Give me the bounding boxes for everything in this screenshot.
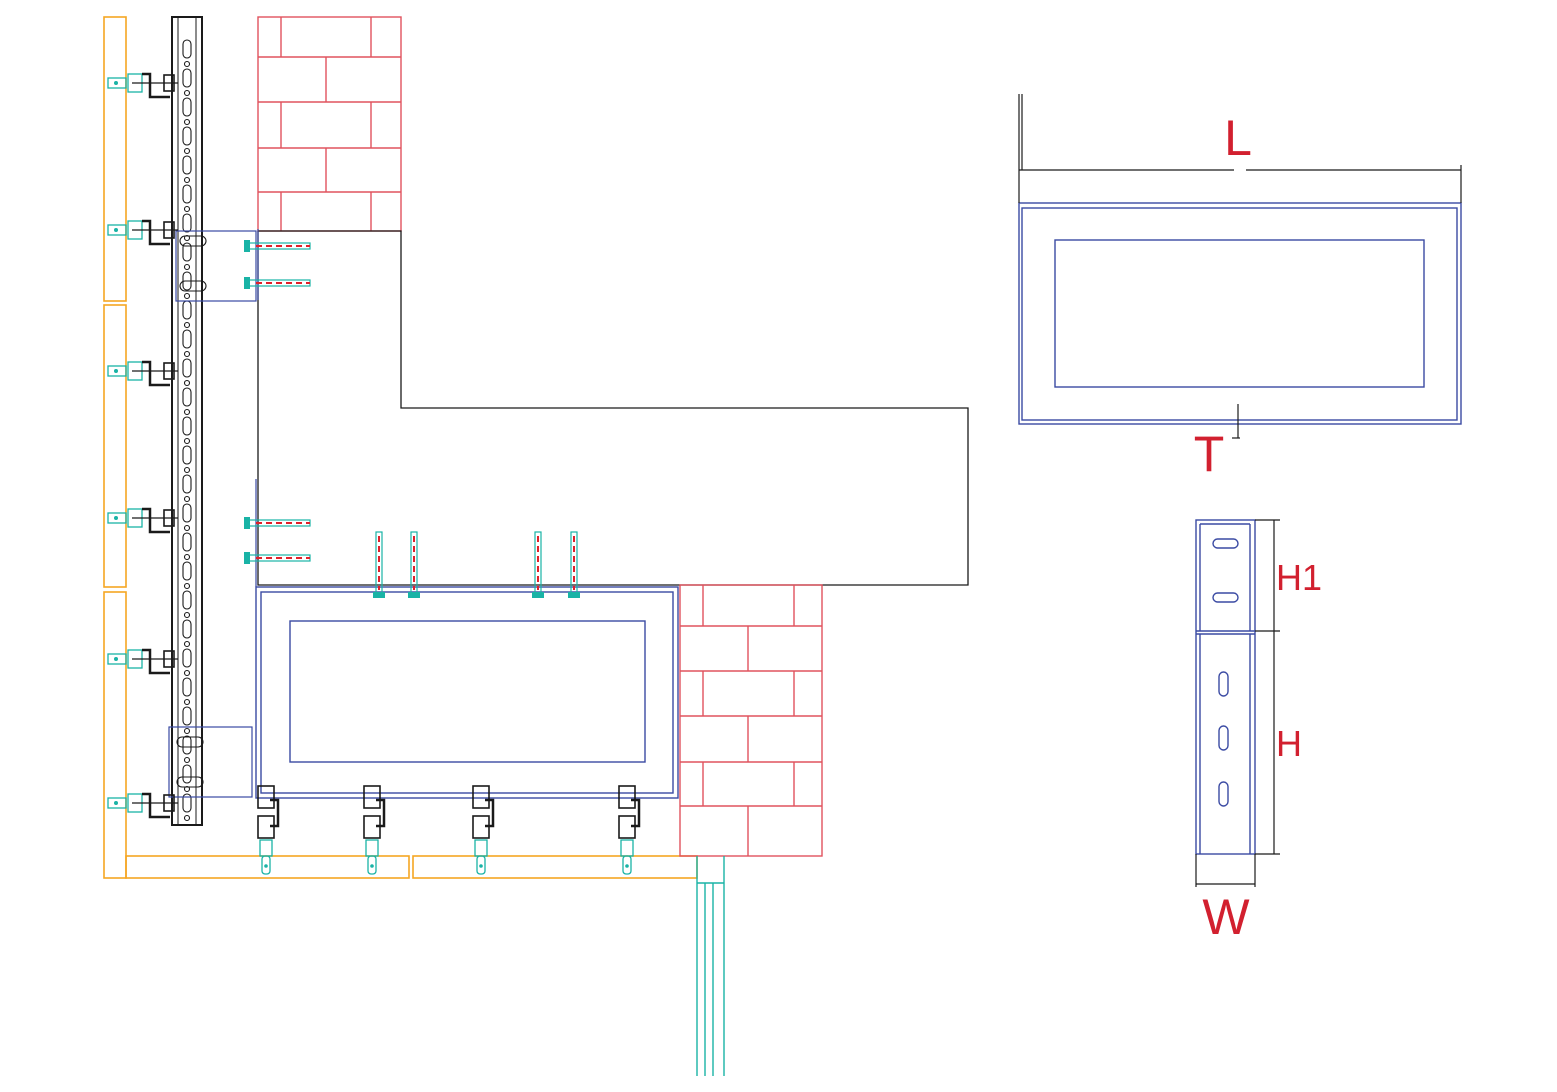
- channel-hole: [183, 292, 191, 300]
- connection-plates: [168, 229, 259, 798]
- channel-slot: [182, 503, 192, 523]
- anchor-bolt: [532, 531, 544, 598]
- plate-slot: [176, 736, 204, 748]
- channel-hole: [183, 553, 191, 561]
- anchor-bolt: [408, 531, 420, 598]
- height-label: H: [1276, 723, 1302, 764]
- channel-hole: [183, 640, 191, 648]
- channel-slot: [182, 793, 192, 813]
- cladding-clip: [363, 785, 386, 875]
- channel-hole: [183, 205, 191, 213]
- plate-slot: [179, 235, 207, 247]
- tube-section-detail: L T: [1018, 94, 1462, 482]
- cladding-clip: [107, 507, 178, 534]
- channel-hole: [183, 669, 191, 677]
- plate-slot: [176, 776, 204, 788]
- channel-hole: [183, 147, 191, 155]
- channel-dimensions: [1195, 519, 1280, 887]
- channel-hole: [183, 437, 191, 445]
- anchor-bolt: [373, 531, 385, 598]
- thickness-dimension: [1232, 404, 1240, 439]
- cladding-panels-vertical: [103, 16, 127, 879]
- channel-slot: [182, 126, 192, 146]
- anchor-bolts: [244, 240, 580, 598]
- anchor-bolt: [244, 517, 311, 529]
- cladding-clip: [107, 72, 178, 99]
- anchor-bolt: [244, 552, 311, 564]
- brick-wall-lower: [679, 584, 823, 857]
- anchor-bolt: [244, 277, 311, 289]
- channel-slot: [182, 735, 192, 755]
- channel-hole: [183, 408, 191, 416]
- plate-slot: [179, 280, 207, 292]
- channel-slot: [182, 445, 192, 465]
- channel-slot: [182, 39, 192, 59]
- channel-slot: [182, 184, 192, 204]
- channel-hole: [183, 524, 191, 532]
- cladding-clip: [107, 792, 178, 819]
- channel-slot: [182, 619, 192, 639]
- channel-hole: [183, 611, 191, 619]
- channel-slot: [182, 648, 192, 668]
- length-label: L: [1224, 110, 1252, 166]
- steel-tube-beam: [255, 586, 679, 799]
- channel-slot: [182, 155, 192, 175]
- channel-hole: [183, 379, 191, 387]
- section-view: [103, 16, 969, 1076]
- channel-slot: [182, 213, 192, 233]
- length-dimension: [1018, 94, 1462, 203]
- cladding-clip: [107, 648, 178, 675]
- cladding-clip: [107, 219, 178, 246]
- width-label: W: [1202, 889, 1250, 945]
- channel-hole: [183, 89, 191, 97]
- channel-slot: [182, 416, 192, 436]
- cladding-clip: [257, 785, 280, 875]
- channel-hole: [183, 495, 191, 503]
- channel-slot: [182, 706, 192, 726]
- channel-slot: [182, 677, 192, 697]
- channel-slot: [182, 532, 192, 552]
- channel-hole: [183, 321, 191, 329]
- concrete-slab-outline: [257, 230, 969, 586]
- channel-hole: [183, 176, 191, 184]
- thickness-label: T: [1194, 426, 1225, 482]
- channel-hole: [183, 814, 191, 822]
- channel-hole: [183, 582, 191, 590]
- channel-hole: [183, 60, 191, 68]
- channel-slot: [182, 97, 192, 117]
- brick-wall-upper: [257, 16, 402, 232]
- channel-hole: [183, 466, 191, 474]
- channel-slot: [182, 764, 192, 784]
- channel-slot: [182, 561, 192, 581]
- glass-mullion: [696, 856, 725, 1076]
- channel-hole: [183, 727, 191, 735]
- channel-slot: [182, 474, 192, 494]
- channel-hole: [183, 350, 191, 358]
- channel-slot: [182, 242, 192, 262]
- cladding-clip: [107, 360, 178, 387]
- channel-slot: [182, 358, 192, 378]
- channel-slot: [182, 387, 192, 407]
- vertical-steel-channel: [171, 16, 203, 826]
- channel-slot: [182, 329, 192, 349]
- cladding-panels-horizontal: [125, 855, 698, 879]
- cladding-clip: [472, 785, 495, 875]
- height-upper-label: H1: [1276, 557, 1322, 598]
- anchor-bolt: [568, 531, 580, 598]
- channel-hole: [183, 698, 191, 706]
- cladding-clip: [618, 785, 641, 875]
- channel-slots: [176, 39, 207, 822]
- channel-slot: [182, 68, 192, 88]
- anchor-bolt: [244, 240, 311, 252]
- channel-hole: [183, 118, 191, 126]
- left-cladding-clips: [107, 72, 178, 819]
- channel-slot: [182, 590, 192, 610]
- channel-hole: [183, 263, 191, 271]
- channel-hole: [183, 756, 191, 764]
- channel-elevation-detail: H1 H W: [1195, 519, 1322, 945]
- bottom-cladding-clips: [257, 785, 641, 875]
